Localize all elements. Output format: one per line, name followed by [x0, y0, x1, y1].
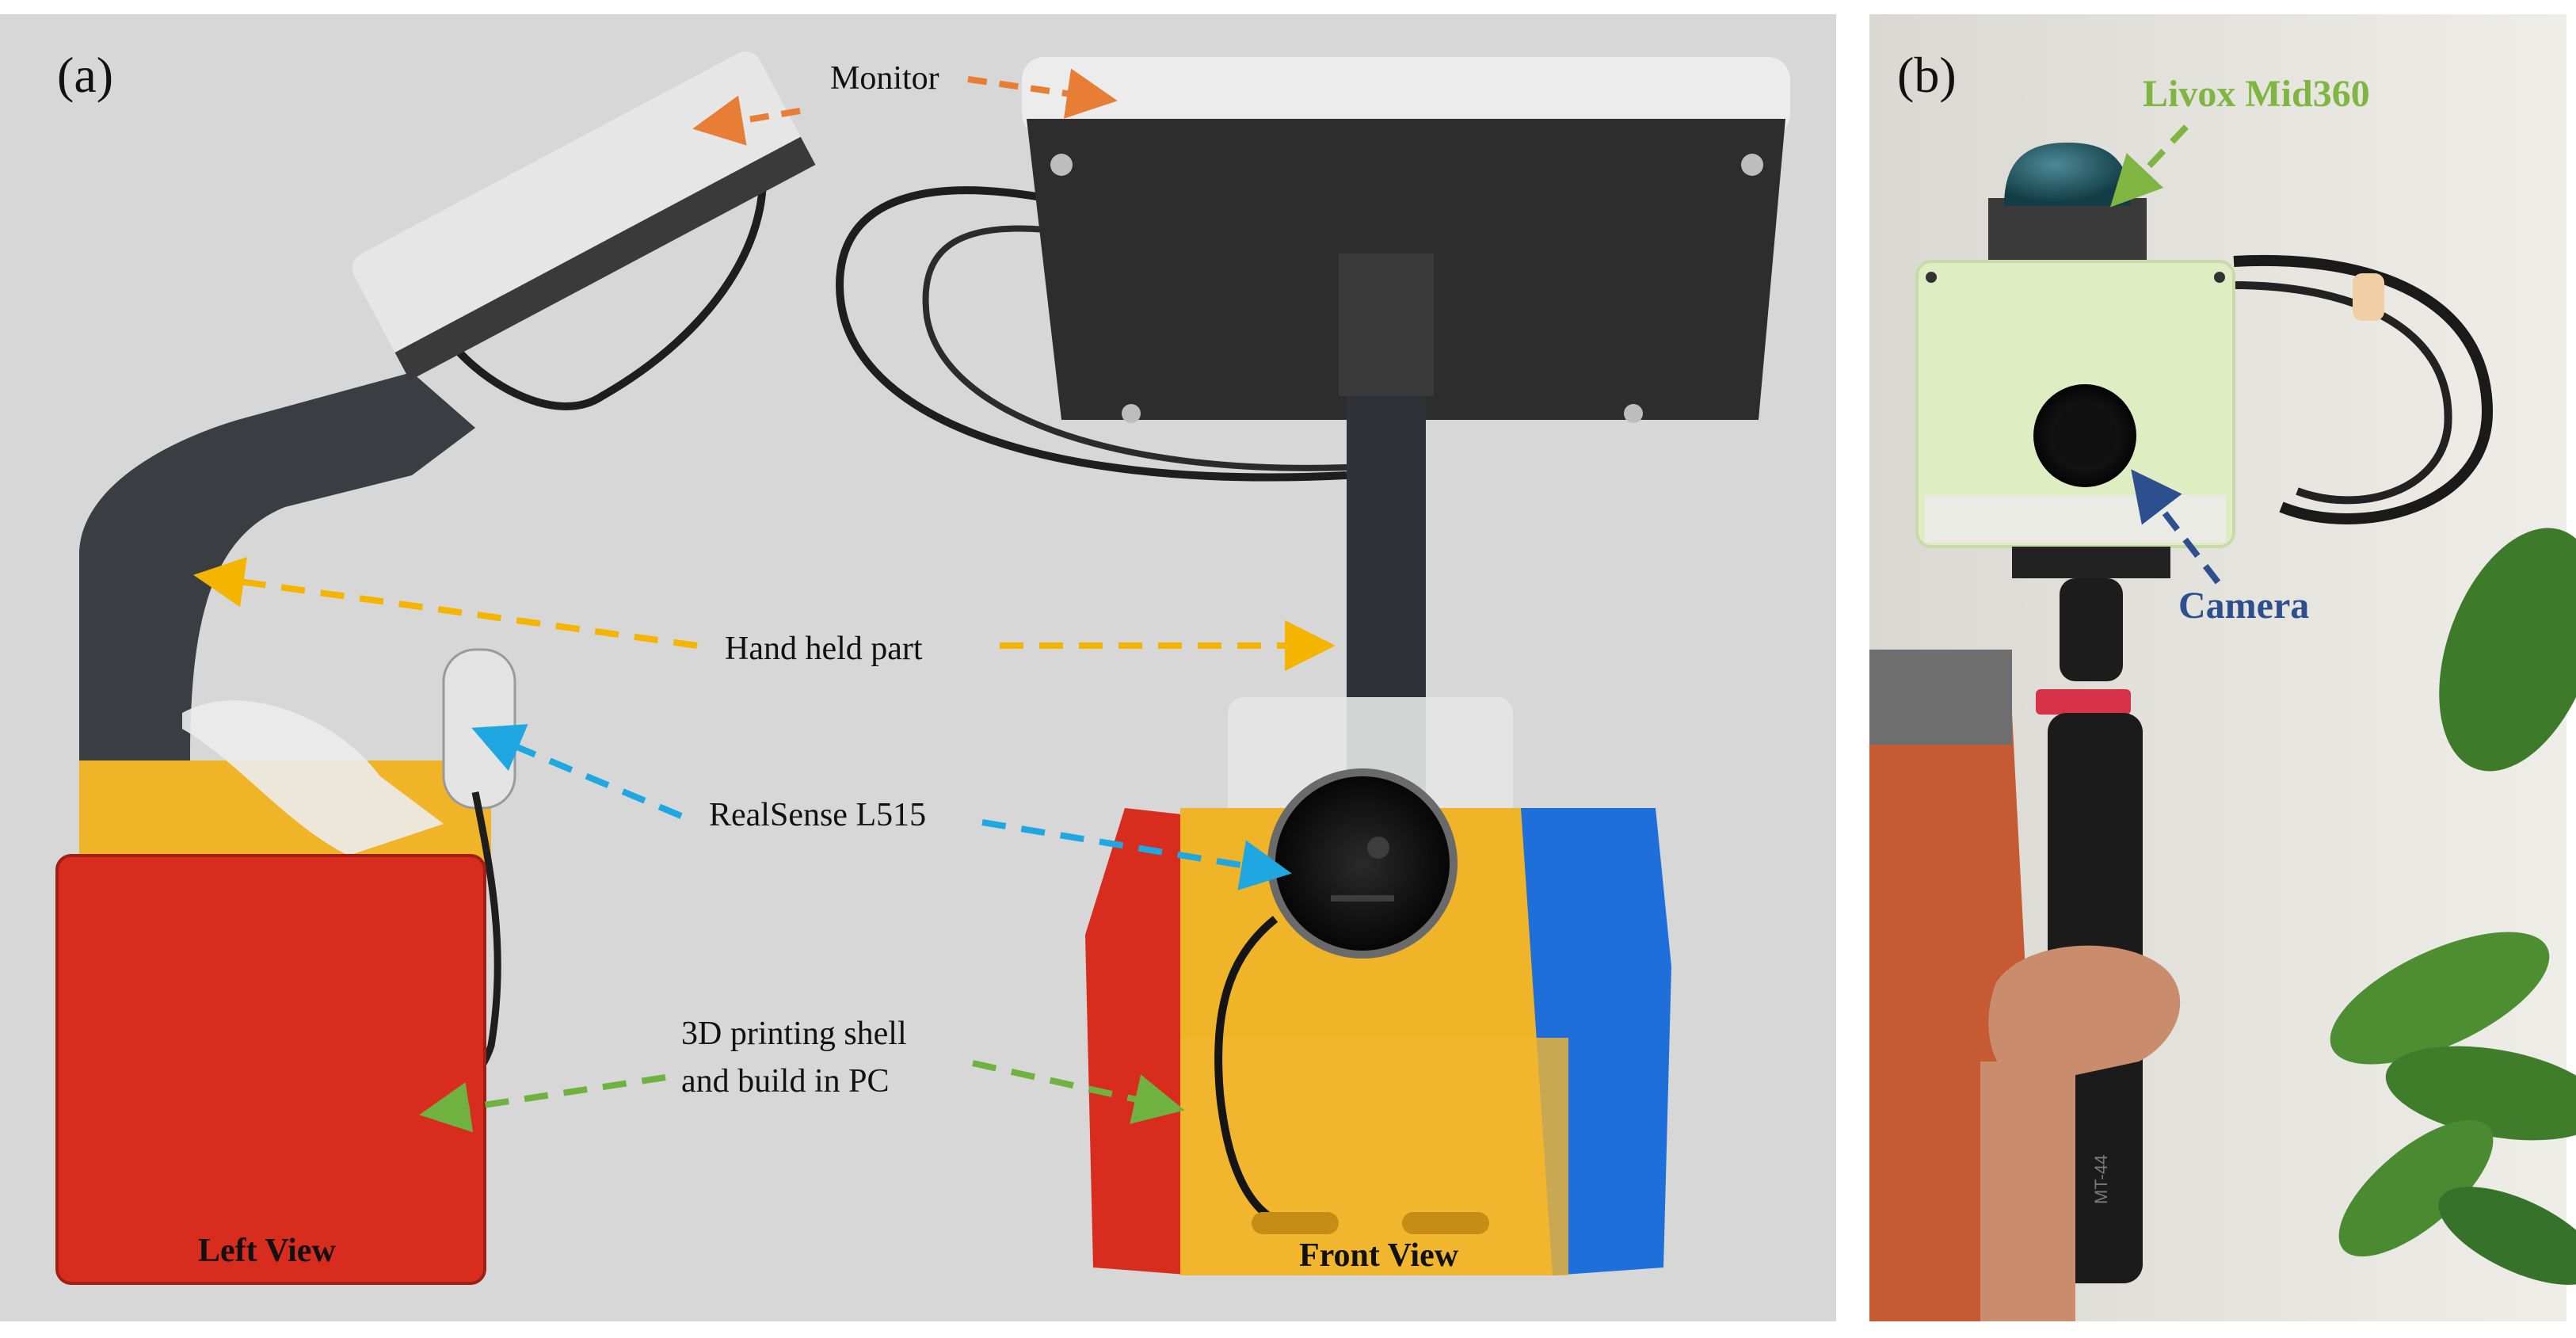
monitor-arrow-right — [967, 68, 1118, 119]
left-monitor — [352, 51, 816, 381]
left-handle — [79, 372, 475, 760]
front-red-side — [1085, 808, 1196, 1275]
realsense-arrow-left — [471, 724, 683, 819]
left-red-box — [57, 856, 485, 1283]
shell-arrow-right — [972, 1060, 1185, 1124]
person-arm — [1869, 650, 2012, 745]
front-mount — [1339, 253, 1434, 396]
lidar-arrow — [2110, 124, 2189, 208]
left-view-device — [55, 51, 816, 1285]
front-view-label: Front View — [1299, 1237, 1459, 1274]
cable-coil — [2233, 255, 2494, 524]
annotation-lidar: Livox Mid360 — [2143, 73, 2370, 115]
panel-a: (a) Monitor Hand held part RealSense L51… — [0, 14, 1836, 1321]
sensor-box-bottom — [1925, 495, 2226, 543]
lidar-heatsink — [1988, 198, 2147, 261]
left-realsense — [442, 648, 516, 810]
annotation-monitor: Monitor — [830, 60, 939, 97]
front-monitor-frame — [1022, 57, 1790, 136]
red-ring — [2036, 689, 2131, 715]
panel-b: MT-44 (b) Livox Mid360 Camera — [1869, 14, 2576, 1321]
front-realsense — [1267, 768, 1458, 959]
annotation-shell-line1: 3D printing shell — [681, 1016, 907, 1052]
ball-head — [2060, 578, 2123, 681]
camera-arrow — [2131, 469, 2221, 585]
front-cable-2 — [922, 225, 1347, 471]
hand-held-arrow-left — [193, 556, 698, 649]
annotation-hand-held: Hand held part — [725, 631, 923, 667]
left-view-label: Left View — [198, 1233, 336, 1269]
wrist — [1980, 1062, 2075, 1321]
annotation-camera: Camera — [2178, 585, 2309, 627]
panel-a-label: (a) — [57, 47, 113, 103]
left-bubble-wrap — [182, 700, 444, 856]
hand — [1988, 945, 2181, 1085]
velcro-strap — [2353, 273, 2384, 321]
realsense-arrow-right — [981, 819, 1292, 890]
lidar-dome — [2004, 143, 2131, 206]
monitor-arrow-left — [692, 95, 801, 146]
annotation-realsense: RealSense L515 — [709, 797, 926, 833]
front-sensor-cable — [1214, 916, 1285, 1228]
tripod-marking: MT-44 — [2091, 1155, 2111, 1204]
front-cable-1 — [835, 186, 1347, 482]
plant — [2330, 528, 2576, 1285]
panel-b-label: (b) — [1897, 47, 1957, 103]
annotation-shell-line2: and build in PC — [681, 1063, 890, 1100]
front-view-device — [835, 57, 1790, 1275]
mount-plate — [2012, 547, 2170, 578]
